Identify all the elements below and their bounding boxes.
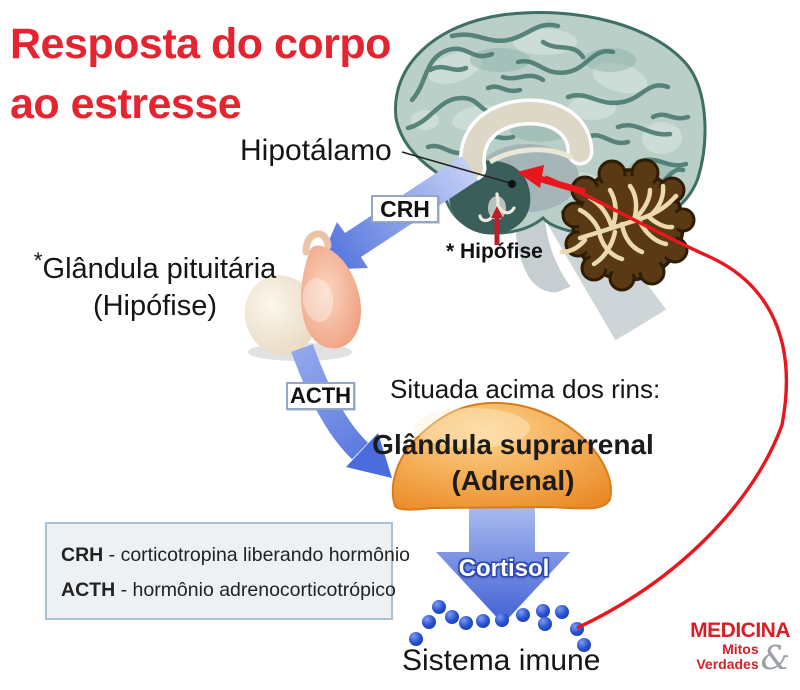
pituitary-asterisk: * (33, 248, 43, 273)
hipofise-pointer-line (491, 206, 503, 245)
pituitary-name: Glândula pituitária (42, 253, 277, 286)
hipofise-pointer-label: * Hipófise (446, 240, 543, 263)
legend-acth-term: ACTH (61, 579, 116, 601)
cerebellum (559, 158, 696, 292)
acth-hormone-box: ACTH (286, 382, 355, 410)
logo-verdades: Verdades (696, 655, 759, 672)
adrenal-gland-illustration (391, 401, 612, 511)
title-line-2: ao estresse (10, 80, 242, 129)
adrenal-alt-name: (Adrenal) (451, 465, 575, 497)
logo-medicina: MEDICINA (690, 619, 790, 642)
title-line-1: Resposta do corpo (10, 20, 391, 68)
immune-system-label: Sistema imune (402, 644, 601, 677)
legend-crh-term: CRH (61, 544, 104, 566)
adrenal-label: Glândula suprarrenal (Adrenal) (352, 427, 674, 500)
legend-acth-definition: - hormônio adrenocorticotrópico (120, 579, 396, 601)
adrenal-name: Glândula suprarrenal (372, 429, 654, 460)
pituitary-alt-name: (Hipófise) (92, 289, 218, 322)
acth-label: ACTH (289, 383, 352, 408)
logo-ampersand: & (760, 637, 790, 677)
legend-item-crh: CRH - corticotropina liberando hormônio (61, 544, 410, 567)
hypothalamus-pointer-line (401, 151, 516, 188)
pituitary-label: *Glândula pituitária (Hipófise) (14, 247, 296, 324)
logo-mitos: Mitos (722, 641, 759, 657)
adrenal-location-note: Situada acima dos rins: (390, 374, 661, 404)
brand-logo: MEDICINA Mitos Verdades & (690, 619, 790, 677)
cortisol-label: Cortisol (458, 555, 550, 582)
immune-dots (409, 600, 591, 652)
legend-crh-definition: - corticotropina liberando hormônio (108, 544, 410, 566)
legend-item-acth: ACTH - hormônio adrenocorticotrópico (61, 579, 396, 602)
crh-label: CRH (380, 195, 430, 222)
page-title: Resposta do corpo ao estresse (10, 14, 391, 134)
legend-box: CRH - corticotropina liberando hormônio … (45, 522, 410, 620)
hypothalamus-label: Hipotálamo (240, 134, 392, 167)
crh-hormone-box: CRH (371, 195, 439, 223)
feedback-arrow (517, 165, 788, 630)
